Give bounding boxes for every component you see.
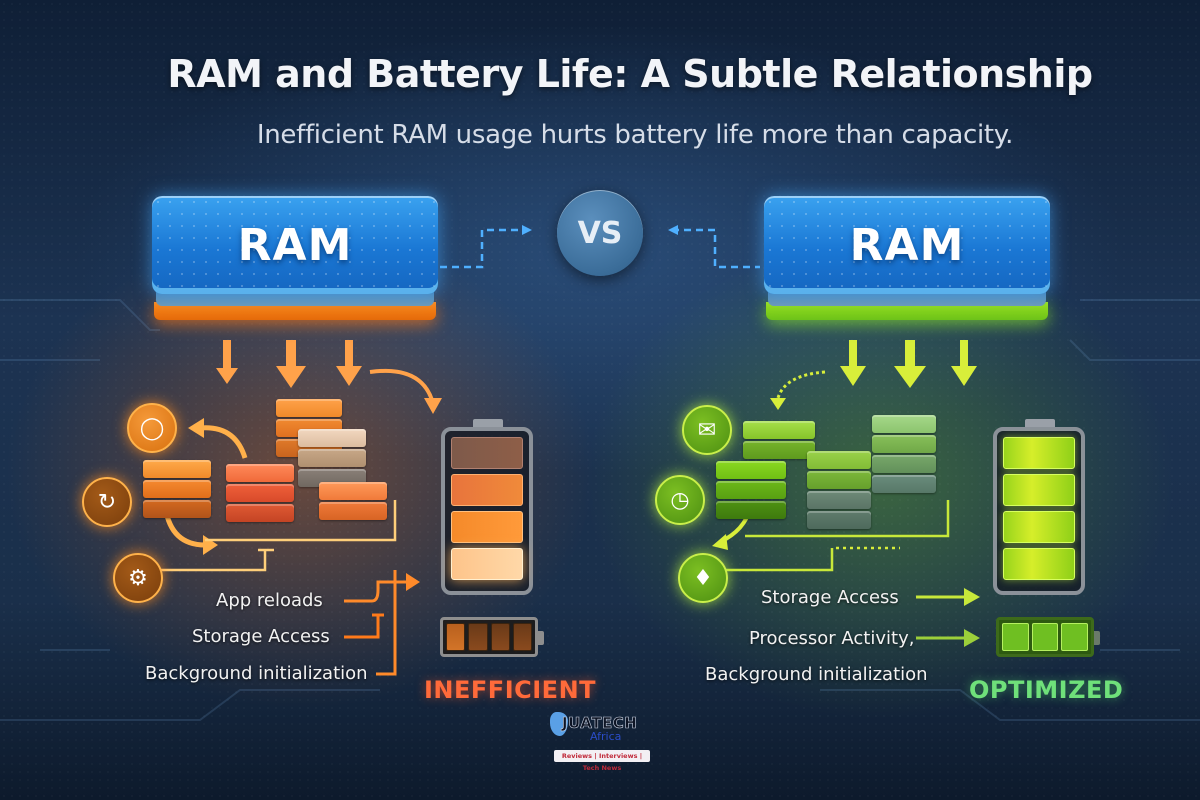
settings-gear-icon: ⚙ bbox=[113, 553, 163, 603]
gauge-icon: ◷ bbox=[655, 475, 705, 525]
flow-label-processor-activity: Processor Activity, bbox=[749, 628, 915, 649]
page-title: RAM and Battery Life: A Subtle Relations… bbox=[167, 52, 1093, 96]
ram-chip-top: RAM bbox=[764, 196, 1050, 294]
flow-label-app-reloads: App reloads bbox=[216, 590, 323, 611]
logo-subbrand: Africa bbox=[590, 730, 622, 743]
juatech-logo: JUATECH Africa Reviews | Interviews | Te… bbox=[550, 712, 654, 772]
status-inefficient: INEFFICIENT bbox=[424, 676, 597, 704]
app-memory-block bbox=[226, 464, 294, 524]
app-memory-block bbox=[143, 460, 211, 520]
battery-cap bbox=[1025, 419, 1055, 427]
app-memory-block bbox=[298, 429, 366, 489]
ram-layer-accent bbox=[766, 302, 1048, 320]
flow-label-background-init: Background initialization bbox=[145, 663, 368, 684]
flow-label-storage-access: Storage Access bbox=[192, 626, 330, 647]
ram-module-optimized: RAM bbox=[764, 196, 1050, 320]
chat-bubble-icon: ◯ bbox=[127, 403, 177, 453]
app-memory-block bbox=[716, 461, 786, 521]
battery-cell-empty bbox=[451, 437, 523, 469]
ram-label: RAM bbox=[849, 219, 965, 271]
sync-icon: ↻ bbox=[82, 477, 132, 527]
battery-cell bbox=[451, 511, 523, 543]
battery-cell bbox=[1003, 548, 1075, 580]
status-optimized: OPTIMIZED bbox=[969, 676, 1124, 704]
battery-large-inefficient bbox=[441, 419, 533, 595]
ram-layer-accent bbox=[154, 302, 436, 320]
battery-cell bbox=[1003, 437, 1075, 469]
ram-chip-top: RAM bbox=[152, 196, 438, 294]
app-memory-block bbox=[743, 421, 815, 461]
battery-cell bbox=[1003, 474, 1075, 506]
battery-cap bbox=[473, 419, 503, 427]
battery-small-optimized bbox=[996, 617, 1100, 657]
mail-icon: ✉ bbox=[682, 405, 732, 455]
battery-large-optimized bbox=[993, 419, 1085, 595]
flow-label-background-init: Background initialization bbox=[705, 664, 928, 685]
logo-brand: JUATECH bbox=[562, 714, 638, 733]
battery-cell bbox=[451, 548, 523, 580]
app-memory-block bbox=[319, 482, 387, 522]
africa-map-icon bbox=[550, 712, 568, 736]
app-memory-block bbox=[872, 415, 936, 495]
vs-badge: VS bbox=[557, 190, 643, 276]
battery-cell bbox=[451, 474, 523, 506]
ram-module-inefficient: RAM bbox=[152, 196, 438, 320]
flow-label-storage-access: Storage Access bbox=[761, 587, 899, 608]
battery-cell bbox=[1003, 511, 1075, 543]
logo-tagline: Reviews | Interviews | Tech News bbox=[554, 750, 650, 772]
page-subtitle: Inefficient RAM usage hurts battery life… bbox=[256, 120, 1014, 150]
robot-icon: ♦ bbox=[678, 553, 728, 603]
app-memory-block bbox=[807, 451, 871, 531]
ram-label: RAM bbox=[237, 219, 353, 271]
battery-small-inefficient bbox=[440, 617, 544, 657]
